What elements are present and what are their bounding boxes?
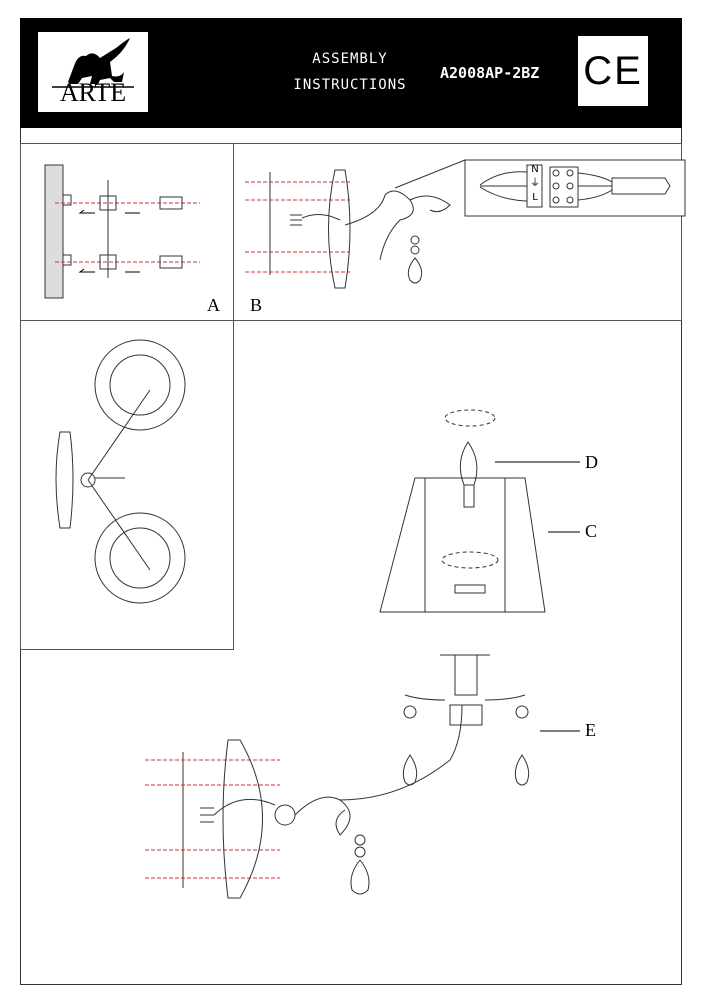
label-c: C	[585, 521, 598, 541]
label-a: A	[207, 295, 220, 315]
wiring-terminal-diagram	[464, 159, 686, 217]
terminal-labels: N ⏚ L	[529, 163, 541, 205]
terminal-l: L	[532, 192, 538, 203]
label-e: E	[585, 720, 596, 740]
label-d: D	[585, 452, 598, 472]
top-view-diagram	[55, 339, 186, 604]
panel-b	[233, 143, 682, 321]
label-b: B	[250, 295, 263, 315]
document-title: ASSEMBLY INSTRUCTIONS	[270, 46, 430, 98]
fixture-diagram	[145, 654, 580, 899]
panel-top-view	[20, 320, 234, 650]
ce-mark: CE	[578, 36, 648, 106]
title-line-1: ASSEMBLY	[312, 51, 388, 67]
shade-bulb-diagram	[379, 409, 580, 613]
brand-name: ARTE	[59, 78, 127, 107]
terminal-n: N	[531, 164, 539, 175]
wall-mount-diagram	[44, 164, 200, 299]
brand-logo: ARTE	[38, 32, 148, 112]
title-line-2: INSTRUCTIONS	[293, 77, 407, 93]
winged-lion-icon	[52, 38, 134, 88]
model-number: A2008AP-2BZ	[440, 64, 540, 82]
terminal-ground: ⏚	[530, 178, 540, 189]
